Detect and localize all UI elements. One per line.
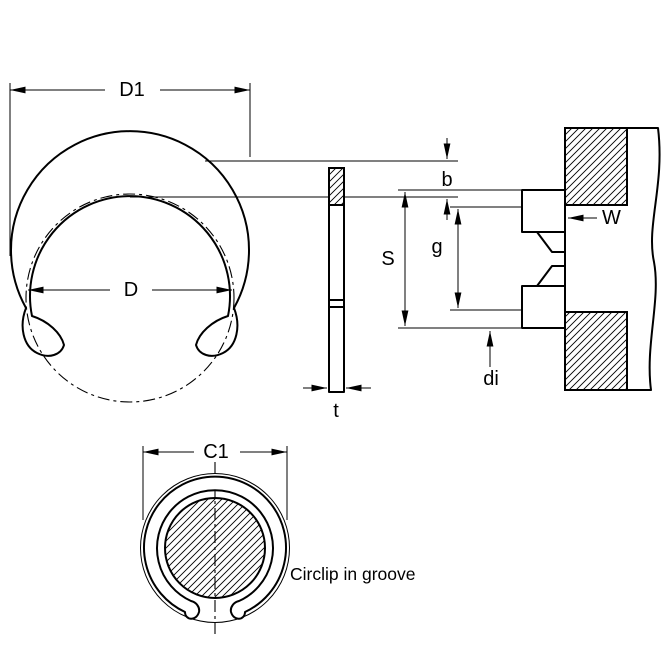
dim-label-d1: D1 [119, 79, 145, 101]
clip-side-section-hatch [328, 167, 345, 206]
clip-section-bottom [521, 285, 566, 329]
clip-section-top-taper [536, 231, 566, 253]
dim-w: W [568, 207, 621, 229]
dim-label-d: D [124, 279, 138, 301]
dim-c1: C1 [142, 441, 288, 520]
dim-label-di: di [483, 368, 499, 390]
groove-outer-circle [140, 473, 290, 623]
dim-t: t [303, 384, 371, 422]
dim-d1: D1 [9, 79, 251, 256]
dim-label-c1: C1 [203, 441, 229, 463]
side-view: t [303, 167, 371, 422]
shaft-section-circle [164, 497, 266, 599]
dim-label-s: S [381, 248, 394, 270]
housing-section-bottom [564, 311, 628, 391]
bore-dash-circle [25, 193, 235, 403]
shaft-break-edge [627, 127, 661, 391]
dim-di: di [483, 331, 499, 390]
groove-view-caption: Circlip in groove [290, 564, 415, 584]
dim-d: D [28, 279, 232, 301]
dim-label-b: b [441, 169, 452, 191]
circlip-outline [10, 130, 250, 357]
dim-label-t: t [333, 400, 339, 422]
clip-section-bottom-taper [536, 265, 566, 287]
dim-g: g [431, 206, 521, 311]
housing-section-top [564, 127, 628, 206]
dim-label-w: W [602, 207, 621, 229]
circlip-compressed-outline [143, 475, 287, 620]
section-view: S g di W [381, 127, 661, 391]
groove-view: C1 Circlip in groove [140, 441, 415, 634]
front-view: D1 D b [9, 79, 458, 403]
dim-label-g: g [431, 236, 442, 258]
clip-section-top [521, 189, 566, 233]
dim-s: S [381, 189, 521, 329]
